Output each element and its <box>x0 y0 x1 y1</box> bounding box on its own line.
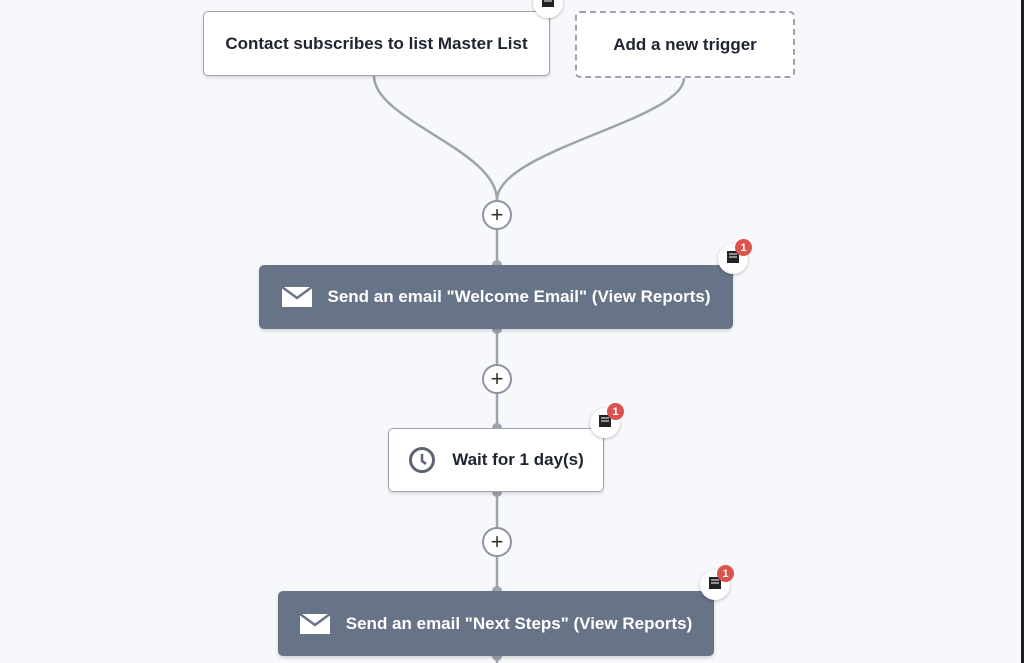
add-step-button[interactable]: + <box>482 200 512 230</box>
badge-count: 1 <box>735 239 752 256</box>
step-reports-badge[interactable]: 1 <box>700 565 734 600</box>
plus-icon: + <box>490 529 504 554</box>
report-icon <box>708 576 722 595</box>
add-step-button[interactable]: + <box>482 527 512 557</box>
plus-icon: + <box>490 366 504 391</box>
envelope-icon <box>299 612 330 635</box>
envelope-icon <box>281 286 312 308</box>
add-step-button[interactable]: + <box>482 364 512 394</box>
step-label: Send an email "Welcome Email" (View Repo… <box>327 287 711 306</box>
report-icon <box>541 0 555 13</box>
add-trigger-button[interactable]: Add a new trigger <box>575 11 795 78</box>
report-icon <box>726 250 740 269</box>
step-label: Wait for 1 day(s) <box>452 450 584 469</box>
step-reports-badge[interactable]: 1 <box>590 403 624 438</box>
badge-count: 1 <box>607 403 624 420</box>
window-edge <box>1021 0 1024 663</box>
step-reports-badge[interactable]: 1 <box>718 239 752 274</box>
trigger-contact-subscribes[interactable]: Contact subscribes to list Master List <box>203 11 550 76</box>
trigger-label: Contact subscribes to list Master List <box>225 33 528 53</box>
trigger-reports-badge[interactable]: 2 <box>533 0 563 18</box>
report-icon <box>598 414 612 433</box>
step-send-email-next-steps[interactable]: Send an email "Next Steps" (View Reports… <box>278 591 714 656</box>
step-wait[interactable]: Wait for 1 day(s) <box>388 428 604 492</box>
badge-count: 1 <box>717 565 734 582</box>
plus-icon: + <box>490 202 504 227</box>
step-label: Send an email "Next Steps" (View Reports… <box>345 613 693 633</box>
step-send-email-welcome[interactable]: Send an email "Welcome Email" (View Repo… <box>259 265 733 329</box>
clock-icon <box>408 446 436 474</box>
add-trigger-label: Add a new trigger <box>613 34 757 54</box>
